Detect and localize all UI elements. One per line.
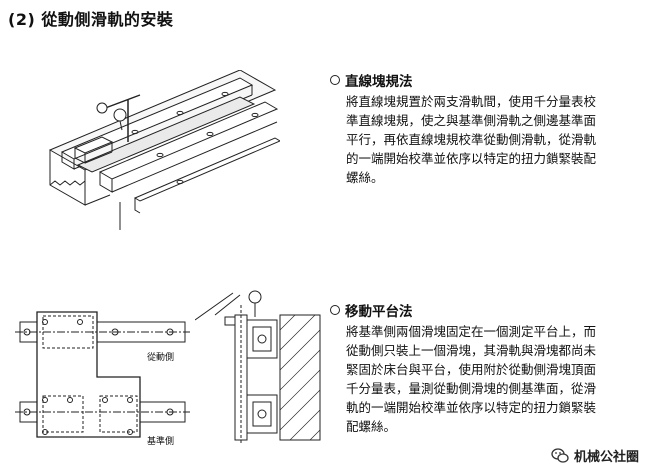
wechat-icon xyxy=(551,447,569,463)
section-moving-table: 移動平台法 將基準側兩個滑塊固定在一個測定平台上，而 從動側只裝上一個滑塊，其滑… xyxy=(330,300,645,436)
section-body: 將基準側兩個滑塊固定在一個測定平台上，而 從動側只裝上一個滑塊，其滑軌與滑塊都尚… xyxy=(346,322,645,436)
moving-table-top-view: 從動側 基準側 xyxy=(15,311,190,447)
body-line: 的一端開始校準並依序以特定的扭力鎖緊裝配 xyxy=(346,151,597,166)
body-line: 緊固於床台與平台，使用附於從動側滑塊頂面 xyxy=(346,362,597,377)
reference-side-label: 基準側 xyxy=(147,435,174,447)
body-line: 準直線塊規，使之與基準側滑軌之側邊基準面 xyxy=(346,113,597,128)
body-line: 配螺絲。 xyxy=(346,419,397,434)
body-line: 將基準側兩個滑塊固定在一個測定平台上，而 xyxy=(346,324,597,339)
body-line: 將直線塊規置於兩支滑軌間，使用千分量表校 xyxy=(346,94,597,109)
circle-bullet-icon xyxy=(330,305,340,315)
body-line: 從動側只裝上一個滑塊，其滑軌與滑塊都尚未 xyxy=(346,343,597,358)
body-line: 螺絲。 xyxy=(346,170,384,185)
section-heading: 直線塊規法 xyxy=(330,70,645,90)
driven-side-label: 從動側 xyxy=(147,351,174,363)
body-line: 平行，再依直線塊規校準從動側滑軌，從滑軌 xyxy=(346,132,597,147)
section-straight-gauge: 直線塊規法 將直線塊規置於兩支滑軌間，使用千分量表校 準直線塊規，使之與基準側滑… xyxy=(330,70,645,187)
section-body: 將直線塊規置於兩支滑軌間，使用千分量表校 準直線塊規，使之與基準側滑軌之側邊基準… xyxy=(346,92,645,187)
section-heading-text: 直線塊規法 xyxy=(345,74,413,90)
moving-table-side-view xyxy=(195,290,321,443)
body-line: 軌的一端開始校準並依序以特定的扭力鎖緊裝 xyxy=(346,400,597,415)
page-title: (2) 從動側滑軌的安裝 xyxy=(8,10,174,29)
section-heading: 移動平台法 xyxy=(330,300,645,320)
straight-gauge-illustration xyxy=(48,70,280,230)
section-heading-text: 移動平台法 xyxy=(345,304,413,320)
watermark-text: 机械公社圈 xyxy=(573,450,639,465)
watermark: 机械公社圈 xyxy=(551,446,639,465)
body-line: 千分量表，量測從動側滑塊的側基準面，從滑 xyxy=(346,381,597,396)
circle-bullet-icon xyxy=(330,75,340,85)
